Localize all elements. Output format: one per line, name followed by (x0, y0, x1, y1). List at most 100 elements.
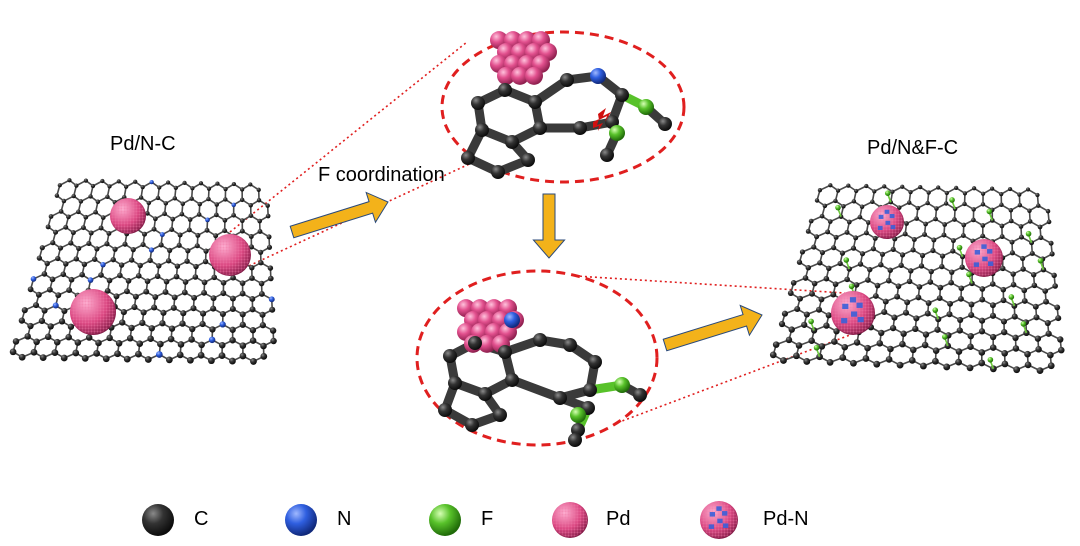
nitrogen-atom (100, 261, 106, 268)
carbon-atom (58, 209, 64, 214)
fluorine-atom (1020, 321, 1027, 327)
carbon-atom (98, 225, 104, 231)
carbon-atom (104, 241, 110, 247)
carbon-atom (223, 197, 228, 202)
fluorine-atom (638, 99, 654, 115)
carbon-atom (166, 180, 171, 185)
legend (142, 501, 738, 539)
carbon-atom (220, 279, 227, 286)
carbon-atom (825, 229, 831, 235)
carbon-atom (658, 117, 672, 131)
pd-cluster (457, 299, 524, 353)
fluorine-atom (884, 190, 891, 196)
carbon-atom (229, 305, 236, 313)
carbon-atom (956, 327, 963, 334)
carbon-atom (219, 310, 226, 318)
carbon-atom (916, 284, 923, 290)
carbon-atom (113, 293, 120, 300)
carbon-atom (220, 290, 227, 297)
carbon-atom (131, 304, 138, 311)
carbon-atom (213, 233, 219, 239)
carbon-atom (189, 196, 194, 201)
carbon-atom (49, 276, 56, 283)
carbon-atom (967, 343, 974, 350)
carbon-atom (260, 353, 268, 360)
carbon-atom (528, 95, 542, 109)
carbon-atom (74, 339, 82, 346)
carbon-atom (979, 296, 986, 303)
carbon-atom (156, 263, 162, 269)
carbon-atom (823, 322, 830, 329)
carbon-atom (58, 318, 66, 325)
carbon-atom (1010, 271, 1016, 277)
carbon-atom (173, 185, 178, 191)
carbon-atom (100, 178, 105, 184)
carbon-atom (1012, 334, 1019, 341)
carbon-atom (100, 215, 106, 220)
carbon-atom (172, 196, 178, 201)
fluorine-atom (1037, 257, 1044, 264)
nitrogen-atom (52, 302, 59, 309)
carbon-atom (833, 234, 839, 240)
carbon-atom (1044, 319, 1051, 327)
carbon-atom (1046, 219, 1052, 225)
carbon-atom (1034, 335, 1042, 342)
carbon-atom (493, 408, 507, 422)
carbon-atom (248, 234, 254, 239)
carbon-atom (125, 278, 132, 284)
carbon-atom (841, 204, 846, 209)
carbon-atom (180, 201, 186, 206)
carbon-atom (902, 309, 910, 316)
carbon-atom (878, 262, 884, 268)
carbon-atom (94, 246, 100, 252)
carbon-atom (112, 246, 118, 252)
carbon-atom (92, 256, 98, 262)
carbon-atom (27, 286, 34, 293)
carbon-atom (936, 185, 941, 190)
down-arrow (532, 193, 566, 259)
carbon-atom (778, 320, 786, 328)
carbon-atom (133, 179, 138, 184)
carbon-atom (258, 291, 265, 297)
carbon-atom (1021, 298, 1028, 304)
carbon-atom (919, 252, 926, 259)
carbon-atom (123, 184, 129, 189)
graphene-bonds (772, 184, 1063, 372)
carbon-atom (27, 322, 34, 330)
carbon-atom (144, 356, 152, 363)
carbon-atom (140, 242, 146, 248)
carbon-atom (1013, 366, 1021, 374)
carbon-atom (1021, 287, 1028, 294)
carbon-atom (958, 295, 964, 302)
carbon-atom (918, 263, 925, 269)
carbon-atom (239, 352, 247, 360)
carbon-atom (859, 251, 866, 257)
carbon-atom (268, 275, 274, 282)
carbon-atom (533, 333, 547, 347)
carbon-atom (468, 336, 482, 350)
carbon-atom (68, 240, 74, 246)
carbon-atom (1052, 283, 1058, 289)
carbon-atom (1027, 219, 1033, 224)
carbon-atom (962, 191, 968, 196)
carbon-atom (885, 356, 893, 363)
pd-n-nanoparticle (870, 205, 904, 239)
carbon-atom (1045, 208, 1051, 214)
carbon-atom (60, 354, 68, 362)
f-coordination-arrow (289, 191, 389, 239)
carbon-atom (98, 272, 104, 278)
carbon-atom (978, 349, 986, 356)
carbon-atom (186, 227, 192, 233)
carbon-atom (144, 278, 151, 285)
carbon-atom (159, 320, 166, 327)
carbon-atom (260, 342, 267, 350)
carbon-atom (249, 275, 255, 281)
nitrogen-atom (590, 68, 606, 84)
carbon-atom (999, 202, 1004, 207)
carbon-atom (33, 302, 40, 309)
carbon-atom (239, 218, 245, 224)
carbon-atom (1018, 224, 1024, 229)
carbon-atom (180, 310, 187, 317)
carbon-atom (948, 279, 954, 286)
carbon-atom (851, 199, 857, 204)
